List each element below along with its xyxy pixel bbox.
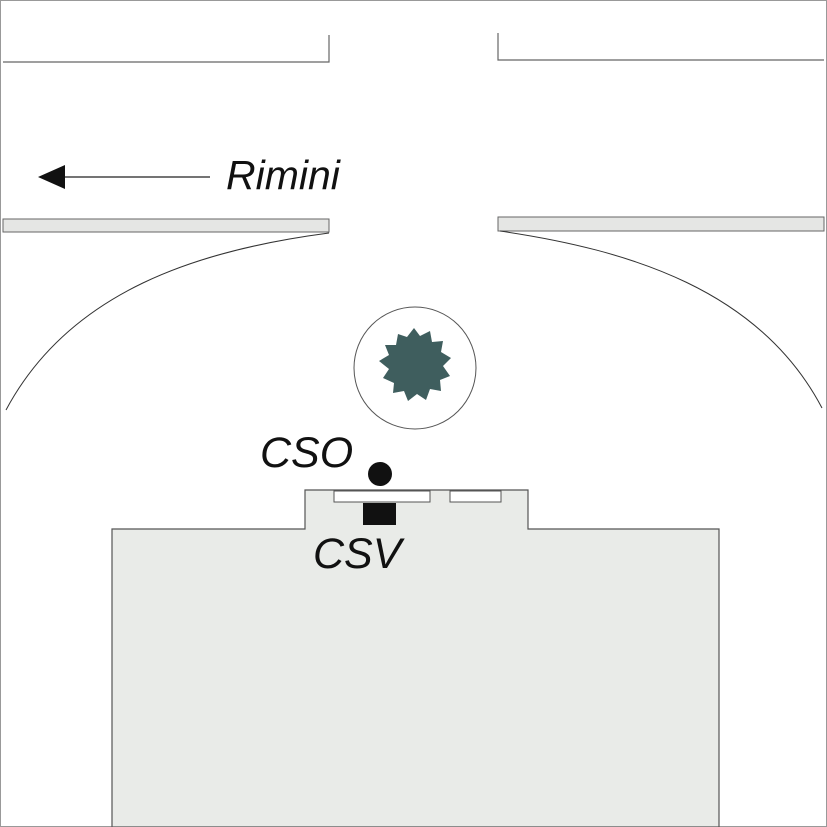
curb-curve-left	[5, 232, 330, 411]
curb-curve-right	[499, 230, 823, 409]
window-left	[333, 490, 431, 503]
csv-label: CSV	[313, 530, 402, 578]
sidewalk-left	[2, 218, 330, 233]
csv-marker	[363, 503, 396, 525]
arrow-left-icon	[38, 165, 65, 189]
road-edge-top-right	[497, 33, 824, 61]
tree-icon	[379, 328, 451, 401]
window-right	[449, 490, 502, 503]
direction-label: Rimini	[226, 152, 340, 198]
cso-marker	[368, 462, 392, 486]
road-edge-top-left	[3, 35, 330, 63]
cso-label: CSO	[260, 429, 354, 477]
building	[111, 489, 720, 827]
sidewalk-right	[497, 216, 825, 232]
